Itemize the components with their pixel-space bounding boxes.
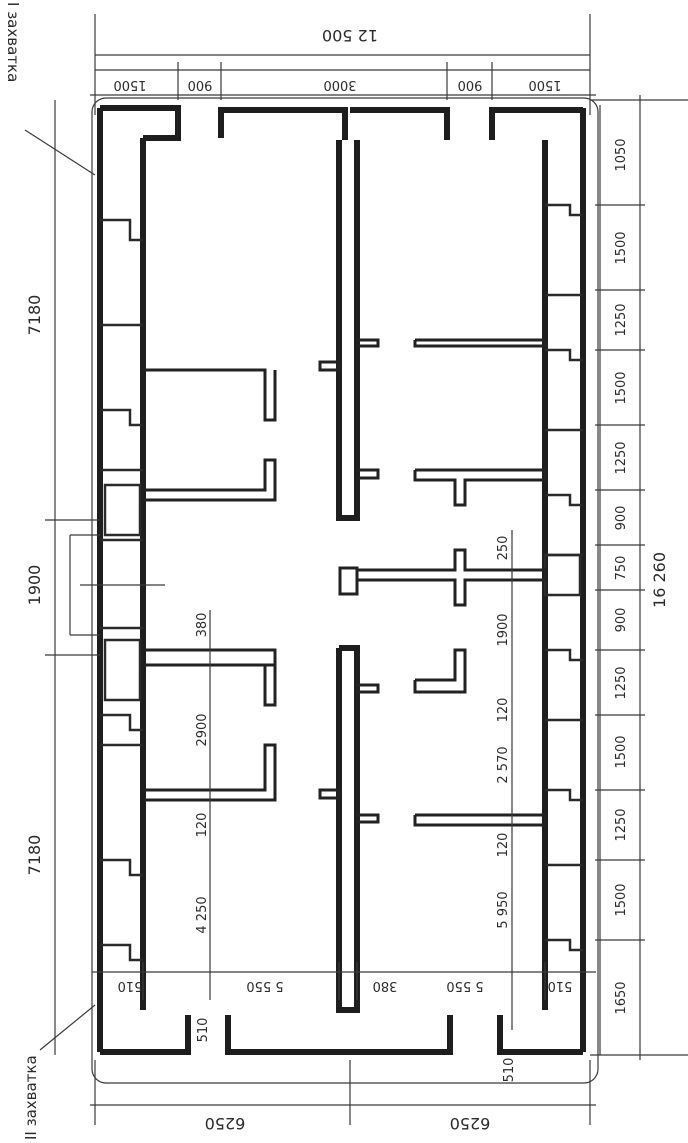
- zone-1-label: I захватка: [4, 2, 22, 82]
- right-chain-dim-11: 1250: [614, 808, 629, 841]
- inner-right-dim-1: 250: [496, 536, 511, 561]
- top-overall-dimension: 12 500: [322, 26, 378, 45]
- left-partitions: [143, 360, 341, 802]
- right-chain-dim-2: 1500: [614, 231, 629, 264]
- bottom-inner-dim-1: 510: [118, 978, 143, 993]
- right-chain-dim-5: 1250: [614, 441, 629, 474]
- right-chain-dim-6: 900: [614, 506, 629, 531]
- bottom-inner-dimensions: 510 5 550 380 5 550 510 510 510: [92, 962, 596, 1082]
- inner-left-dimensions: 380 2900 120 4 250: [195, 610, 211, 1000]
- right-dimension-block: 1050 1500 1250 1500 1250 900 750 900 125…: [590, 95, 688, 1060]
- right-chain-dim-7: 750: [614, 556, 629, 581]
- inner-right-dim-5: 120: [496, 833, 511, 858]
- right-chain-dim-9: 1250: [614, 666, 629, 699]
- top-chain-dim-4: 900: [458, 77, 483, 92]
- inner-right-dim-3: 120: [496, 698, 511, 723]
- zone-1-leader: [24, 129, 96, 176]
- right-chain-ticks: [595, 204, 645, 941]
- right-partitions: [357, 338, 547, 827]
- top-chain-dim-2: 900: [188, 77, 213, 92]
- top-chain-dim-1: 1500: [113, 77, 146, 92]
- outer-walls: [97, 105, 586, 1055]
- right-chain-dim-4: 1500: [614, 371, 629, 404]
- right-window-piers: [543, 203, 583, 952]
- right-chain-dim-12: 1500: [614, 883, 629, 916]
- bottom-overall-dim-1: 6250: [205, 1114, 246, 1133]
- bottom-inner-dim-2: 5 550: [246, 978, 283, 993]
- inner-right-dim-4: 2 570: [496, 746, 511, 783]
- inner-left-dim-4: 4 250: [195, 896, 210, 933]
- bottom-small-dim-2: 510: [502, 1058, 517, 1083]
- bottom-inner-dim-3: 380: [373, 978, 398, 993]
- right-chain-dim-10: 1500: [614, 735, 629, 768]
- zone-2-label: II захватка: [22, 1055, 40, 1140]
- inner-right-dim-2: 1900: [496, 613, 511, 646]
- right-overall-dimension: 16 260: [650, 552, 669, 608]
- right-chain-dim-13: 1650: [614, 981, 629, 1014]
- top-chain-dim-5: 1500: [528, 77, 561, 92]
- building-outline: [91, 97, 599, 1084]
- left-window-piers: [100, 218, 143, 962]
- zone-2-leader: [39, 1004, 96, 1051]
- right-chain-dim-3: 1250: [614, 303, 629, 336]
- left-chain-dim-1: 7180: [25, 295, 44, 336]
- right-chain-dim-1: 1050: [614, 138, 629, 171]
- left-dimension-block: 7180 1900 7180: [25, 100, 165, 1055]
- inner-left-dim-1: 380: [195, 613, 210, 638]
- right-chain-dim-8: 900: [614, 608, 629, 633]
- bottom-small-dim-1: 510: [196, 1018, 211, 1043]
- central-wall: [336, 140, 360, 1013]
- bottom-inner-dim-4: 5 550: [446, 978, 483, 993]
- left-chain-dim-3: 7180: [25, 835, 44, 876]
- top-chain-dim-3: 3000: [323, 77, 356, 92]
- bottom-dimension-block: 6250 6250: [90, 1060, 596, 1133]
- bottom-inner-dim-5: 510: [548, 978, 573, 993]
- top-dimension-block: 12 500 1500 900 3000 900 1500: [90, 14, 596, 115]
- left-chain-dim-2: 1900: [25, 565, 44, 606]
- inner-right-dim-6: 5 950: [496, 891, 511, 928]
- inner-right-dimensions: 250 1900 120 2 570 120 5 950: [496, 530, 513, 1030]
- bottom-overall-dim-2: 6250: [450, 1114, 491, 1133]
- inner-left-dim-3: 120: [195, 813, 210, 838]
- inner-left-dim-2: 2900: [195, 713, 210, 746]
